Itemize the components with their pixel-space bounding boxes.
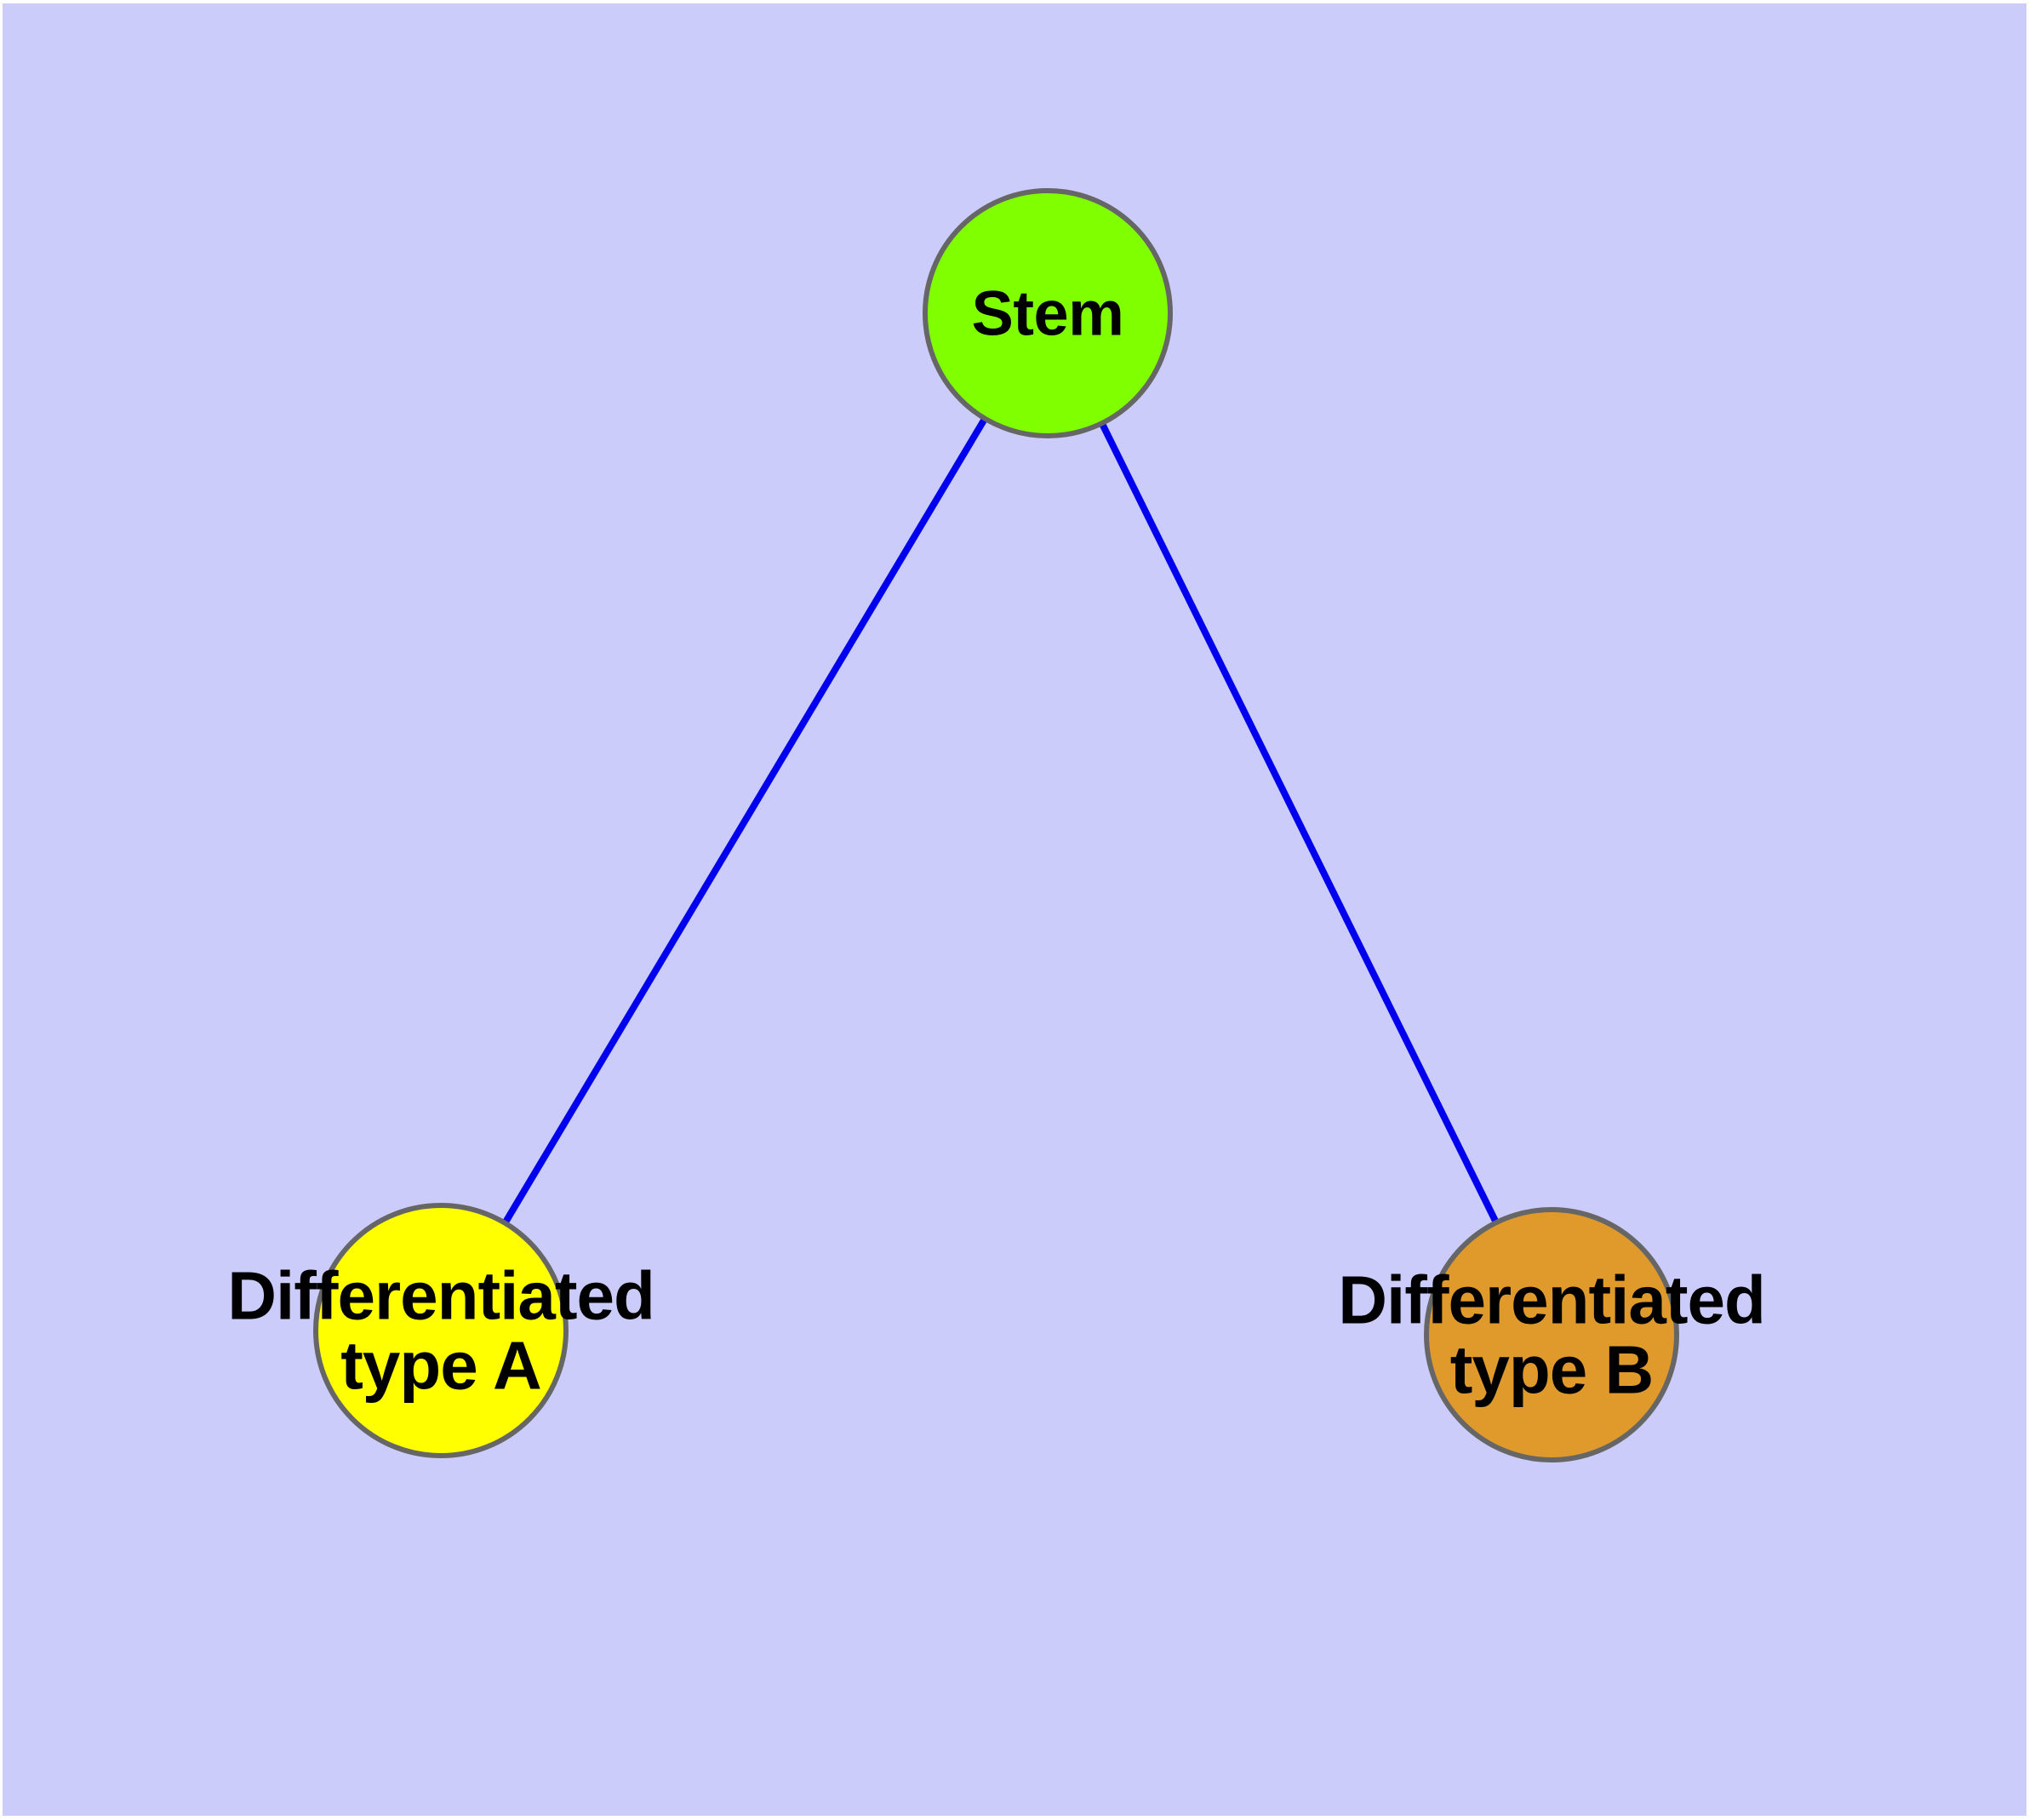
graph-node-diff_b[interactable] [1424,1207,1679,1462]
graph-edge-stem-to-b[interactable] [1100,423,1499,1223]
graph-node-stem[interactable] [923,188,1173,438]
graph-edge-stem-to-a[interactable] [502,418,987,1224]
edges-layer [502,418,1499,1224]
graph-node-diff_a[interactable] [313,1203,569,1458]
nodes-layer [313,188,1679,1462]
